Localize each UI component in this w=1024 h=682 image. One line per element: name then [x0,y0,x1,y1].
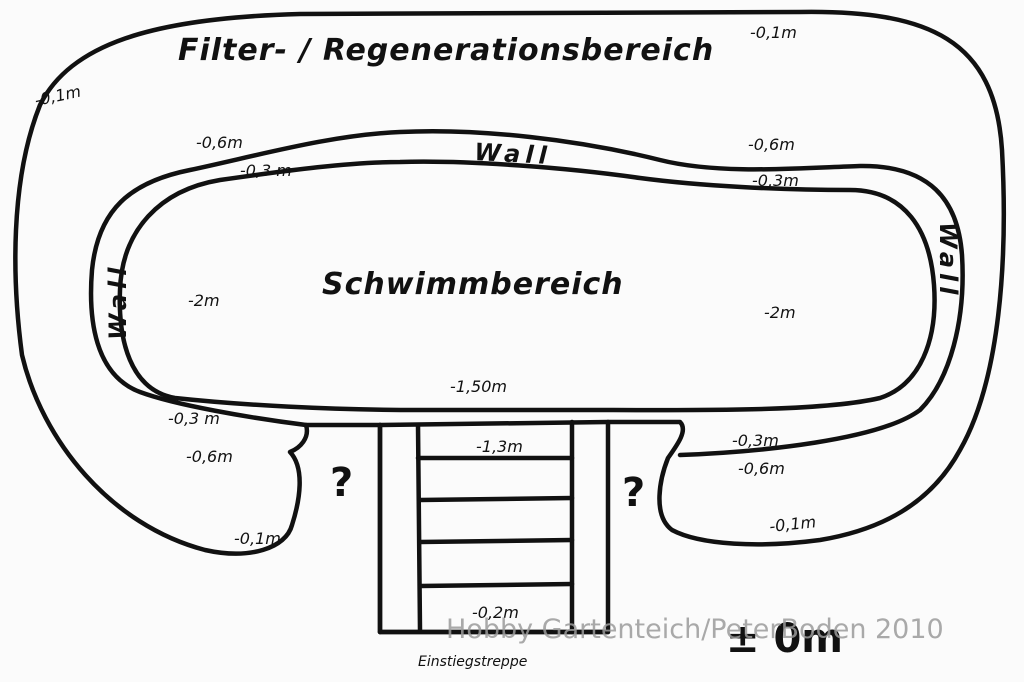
depth-label: -2m [188,291,220,310]
depth-label: -1,50m [450,377,507,396]
depth-label: -0,6m [186,447,233,466]
zero-level-label: ± 0m [726,616,843,662]
question-mark-right: ? [622,470,645,516]
depth-label: -0,3m [732,431,779,450]
swim-area-label: Schwimmbereich [322,267,624,302]
depth-label: -0,3 m [168,409,220,428]
stair-step [417,495,575,503]
depth-label: -0,1m [750,23,797,42]
depth-label: -0,1m [234,529,281,548]
depth-label: -0,6m [196,133,243,152]
wall-outer-line [88,128,965,458]
depth-label: -0,3 m [240,161,292,180]
depth-label: -0,6m [738,459,785,478]
wall-right-label: Wall [934,222,962,300]
depth-label: -2m [764,303,796,322]
depth-label: -0,3m [752,171,799,190]
depth-label: -0,2m [472,603,519,622]
depth-label: -0,1m [768,512,817,536]
swim-area-boundary [117,159,937,413]
outer-boundary-line [13,9,1006,635]
wall-top-label: Wall [474,138,553,170]
stairs-top [377,419,611,428]
question-mark-left: ? [330,460,353,506]
depth-label: -1,3m [476,437,523,456]
stair-step [417,537,575,545]
stairs-label: Einstiegstreppe [418,654,527,670]
wall-left-label: Wall [104,263,132,341]
title-label: Filter- / Regenerationsbereich [178,33,714,68]
depth-label: -0,1m [33,82,83,110]
watermark-text: Hobby Gartenteich/PeterBoden 2010 [446,614,944,645]
stair-step [417,581,575,589]
depth-label: -0,6m [748,135,795,154]
